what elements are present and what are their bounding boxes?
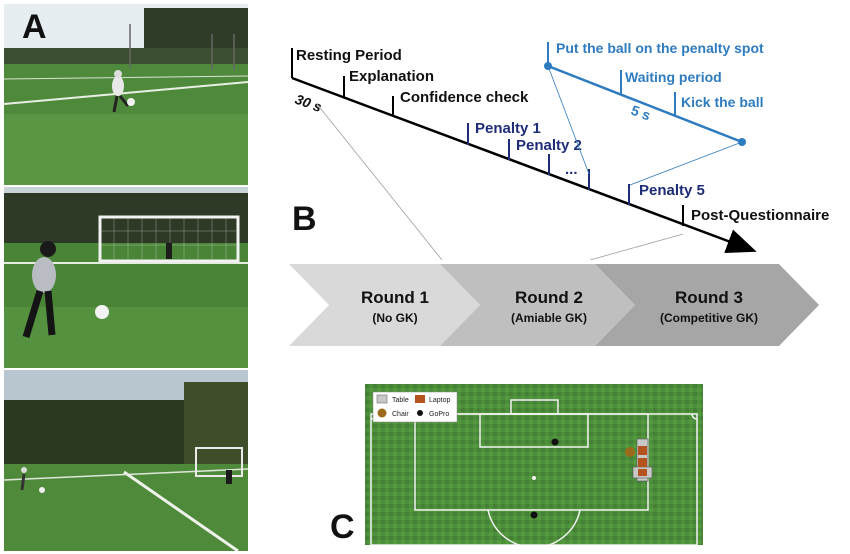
duration-30s: 30 s (293, 91, 324, 115)
timeline-axis (291, 76, 757, 253)
round-3-chevron (595, 264, 819, 346)
round-2-title: Round 2 (515, 288, 583, 307)
step-ellipsis: ... (565, 161, 578, 178)
round-2-subtitle: (Amiable GK) (511, 311, 587, 325)
step-penalty-1: Penalty 1 (475, 120, 541, 137)
penalty-spot (532, 476, 536, 480)
timeline-diagram: Resting Period Explanation Confidence ch… (280, 30, 850, 260)
round-2-chevron (440, 264, 635, 346)
penalty-arc (487, 509, 581, 545)
round-3-title: Round 3 (675, 288, 743, 307)
rounds-flow: Round 1 (No GK) Round 2 (Amiable GK) Rou… (289, 264, 819, 346)
detail-axis (547, 64, 743, 144)
laptop-3 (638, 469, 647, 476)
legend-laptop-swatch (415, 395, 425, 403)
step-penalty-2: Penalty 2 (516, 137, 582, 154)
field-diagram: Table Laptop Chair GoPro (365, 384, 703, 545)
step-confidence-check: Confidence check (400, 89, 529, 106)
legend-table-swatch (376, 394, 388, 404)
chair (625, 447, 635, 457)
photo-kicker-goal (4, 187, 248, 368)
step-penalty-5: Penalty 5 (639, 182, 705, 199)
panel-label-c: C (330, 508, 355, 546)
gopro-field (530, 511, 538, 519)
gopro-goal (551, 438, 559, 446)
legend-chair-swatch (377, 408, 387, 418)
panel-label-b: B (292, 200, 317, 238)
round-1-title: Round 1 (361, 288, 429, 307)
legend-gopro-swatch (417, 410, 423, 416)
round-3-subtitle: (Competitive GK) (660, 311, 758, 325)
panel-label-a: A (22, 8, 47, 46)
legend-laptop-label: Laptop (429, 397, 451, 404)
detail-step-put-ball: Put the ball on the penalty spot (556, 40, 764, 56)
step-resting-period: Resting Period (296, 47, 402, 64)
detail-step-waiting: Waiting period (625, 69, 722, 85)
photo-field-overview (4, 370, 248, 551)
laptop-2 (638, 458, 647, 467)
round-1-chevron (289, 264, 480, 346)
legend-chair-label: Chair (392, 411, 409, 418)
step-explanation: Explanation (349, 68, 434, 85)
detail-step-kick: Kick the ball (681, 94, 763, 110)
duration-5s: 5 s (629, 102, 653, 124)
round-1-subtitle: (No GK) (372, 311, 417, 325)
legend-table-label: Table (392, 397, 409, 404)
photo-kicker-approach (4, 4, 248, 185)
legend-gopro-label: GoPro (429, 411, 449, 418)
step-post-questionnaire: Post-Questionnaire (691, 207, 829, 224)
laptop-1 (638, 446, 647, 455)
goal (510, 399, 559, 415)
